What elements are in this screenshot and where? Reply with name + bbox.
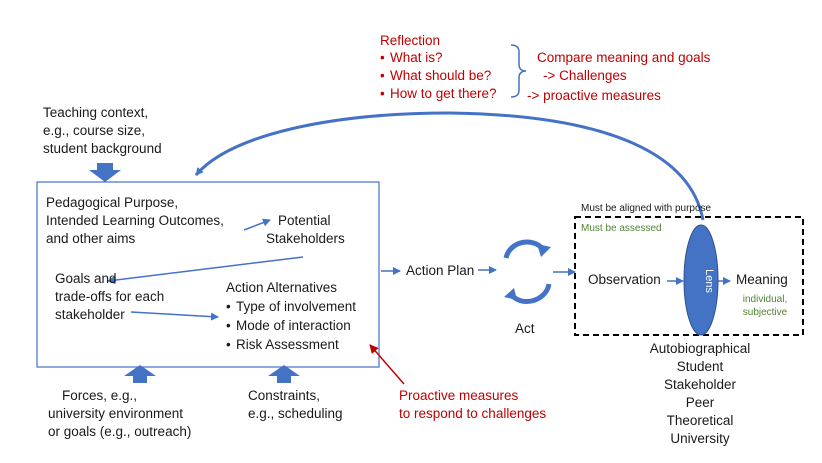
stakeholders-line-2: Stakeholders [266,231,345,246]
purpose-line-1: Pedagogical Purpose, [46,195,179,210]
stakeholders-line-1: Potential [278,213,331,228]
forces-line-1: Forces, e.g., [62,388,138,403]
observation-label: Observation [588,272,661,287]
teaching-context-arrow [89,163,121,182]
goals-line-3: stakeholder [55,307,125,322]
aligned-note: Must be aligned with purpose [581,203,712,214]
alternative-item-2: Mode of interaction [226,318,351,334]
reflection-challenges: -> Challenges [543,68,627,83]
lens-type-5: Theoretical [666,413,734,428]
assessed-note: Must be assessed [581,223,662,234]
purpose-to-stakeholders-arrow [243,218,271,231]
feedback-curve-arrow [194,111,705,221]
goals-to-alternatives-arrow [130,311,219,321]
proactive-measures-line-1: Proactive measures [399,388,519,403]
lens-type-4: Peer [685,395,715,410]
lens-type-1: Autobiographical [649,341,751,356]
teaching-context-line-2: e.g., course size, [43,123,146,138]
main-planning-box [36,181,380,368]
lens-type-2: Student [676,359,724,374]
proactive-measures-line-2: to respond to challenges [399,406,547,421]
alternatives-title: Action Alternatives [226,280,338,295]
constraints-line-2: e.g., scheduling [248,406,343,421]
goals-line-1: Goals and [55,271,117,286]
purpose-line-2: Intended Learning Outcomes, [46,213,224,228]
lens-type-6: University [670,431,730,446]
proactive-measures-arrow [369,344,405,385]
reflection-title: Reflection [380,33,441,48]
alternative-item-3: Risk Assessment [226,337,339,353]
reflection-proactive: -> proactive measures [527,88,661,103]
meaning-note-line-2: subjective [742,307,788,318]
lens-label: Lens [703,269,715,293]
reflection-question-2: What should be? [380,68,491,84]
goals-line-2: trade-offs for each [55,289,165,304]
reflection-bracket [510,44,527,98]
forces-line-3: or goals (e.g., outreach) [48,424,192,439]
act-cycle-arrowhead-top [537,244,551,257]
constraints-line-1: Constraints, [248,388,321,403]
action-plan-label: Action Plan [406,263,475,278]
alternative-item-1: Type of involvement [226,299,356,315]
act-cycle-arrowhead-bottom [504,288,517,300]
purpose-line-3: and other aims [46,231,136,246]
forces-line-2: university environment [48,406,184,421]
reflection-question-3: How to get there? [380,86,497,102]
teaching-context-line-1: Teaching context, [43,105,149,120]
constraints-arrow [268,365,300,383]
reflection-compare: Compare meaning and goals [537,50,711,65]
meaning-note-line-1: individual, [742,294,788,305]
assessment-dashed-box [574,216,804,336]
lens-ellipse [683,224,719,336]
stakeholders-to-goals-arrow [107,256,304,285]
meaning-label: Meaning [736,272,788,287]
lens-type-3: Stakeholder [663,377,737,392]
forces-arrow [124,365,156,383]
act-label: Act [515,321,535,336]
reflection-question-1: What is? [380,50,443,66]
teaching-context-line-3: student background [43,141,162,156]
